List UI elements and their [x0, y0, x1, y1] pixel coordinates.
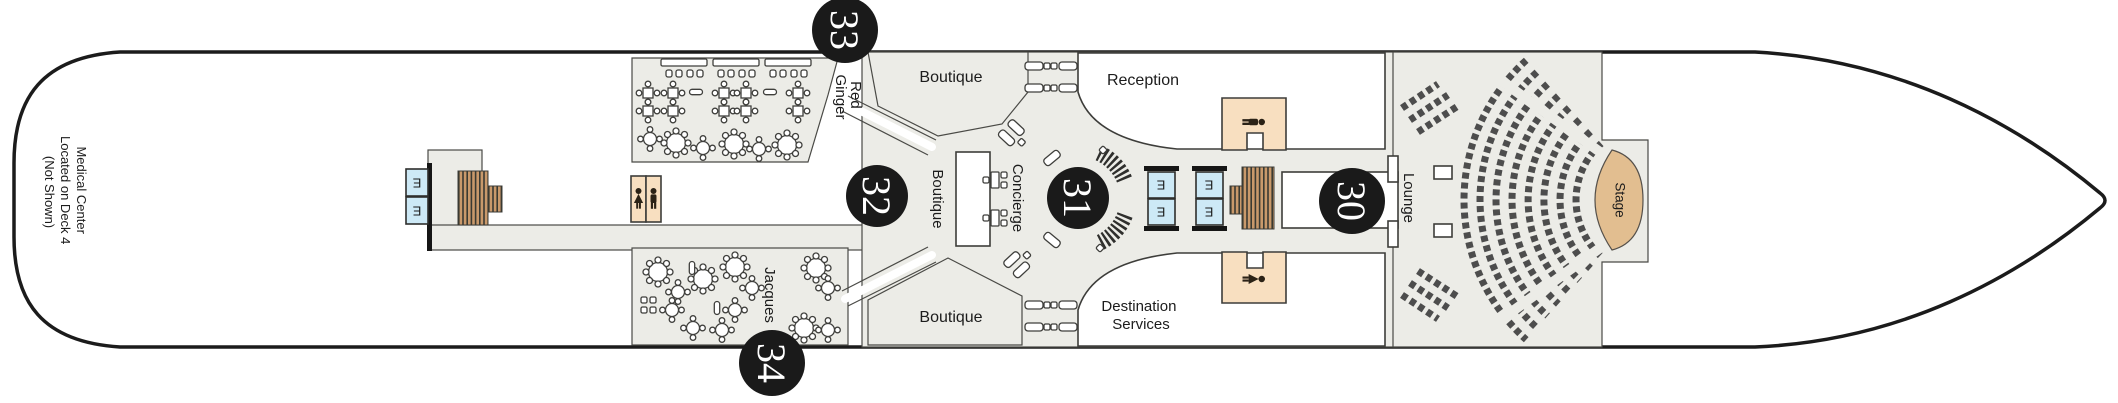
elevator-mid-1 [1147, 171, 1176, 199]
marker-30: 30 [1319, 168, 1385, 234]
svg-text:32: 32 [854, 176, 899, 216]
stern-note: Medical Center Located on Deck 4 (Not Sh… [42, 136, 89, 248]
label-concierge: Concierge [1009, 164, 1026, 232]
lounge-door-2 [1387, 220, 1399, 248]
elevator-aft-1 [405, 168, 429, 197]
lounge-seating [1400, 57, 1604, 343]
label-red-ginger: Red Ginger [832, 74, 864, 119]
elevators: E E E E E E [405, 163, 1227, 251]
atrium-seating [982, 61, 1108, 332]
room-boutique-top [867, 51, 1029, 137]
lounge-door-1 [1387, 155, 1399, 183]
lounge-vomitory-1 [1433, 165, 1453, 180]
concierge-desk [982, 209, 1008, 227]
svg-text:31: 31 [1055, 178, 1100, 218]
lounge-vomitory-2 [1433, 223, 1453, 238]
venue-markers: 33 32 31 30 34 [739, 0, 1385, 396]
label-boutique-mid: Boutique [929, 169, 946, 228]
marker-31: 31 [1047, 167, 1109, 229]
label-boutique-bottom: Boutique [919, 309, 982, 326]
corridor [427, 224, 865, 251]
elevator-letter: E [412, 175, 421, 190]
elevator-letter: E [1204, 204, 1213, 219]
elevator-aft-2 [405, 196, 429, 225]
svg-text:30: 30 [1329, 181, 1374, 221]
svg-text:33: 33 [822, 10, 867, 50]
label-lounge: Lounge [1400, 173, 1417, 223]
label-destination-services: Destination Services [1101, 298, 1180, 333]
venue-labels: Medical Center Located on Deck 4 (Not Sh… [42, 69, 1627, 333]
restrooms [630, 97, 1287, 304]
svg-text:34: 34 [749, 343, 794, 383]
elevator-letter: E [412, 203, 421, 218]
grand-staircase-lower [1095, 211, 1133, 251]
walkways [841, 95, 937, 307]
label-reception: Reception [1107, 72, 1179, 89]
elevator-letter: E [1156, 177, 1165, 192]
elevator-letter: E [1204, 177, 1213, 192]
label-jacques: Jacques [761, 267, 778, 323]
concierge-desk [982, 171, 1008, 189]
elevator-mid-2 [1147, 198, 1176, 226]
elevator-mid-4 [1195, 198, 1224, 226]
marker-34: 34 [739, 330, 805, 396]
stage [1594, 149, 1644, 251]
concierge-nook [955, 151, 991, 247]
elevator-mid-3 [1195, 171, 1224, 199]
label-boutique-top: Boutique [919, 69, 982, 86]
elevator-letter: E [1156, 204, 1165, 219]
marker-33: 33 [812, 0, 878, 63]
room-boutique-bottom [867, 257, 1023, 346]
room-lounge [1392, 51, 1649, 348]
grand-staircase-upper [1095, 145, 1133, 185]
label-stage: Stage [1612, 182, 1627, 217]
stairs [457, 145, 1275, 251]
marker-32: 32 [846, 165, 908, 227]
